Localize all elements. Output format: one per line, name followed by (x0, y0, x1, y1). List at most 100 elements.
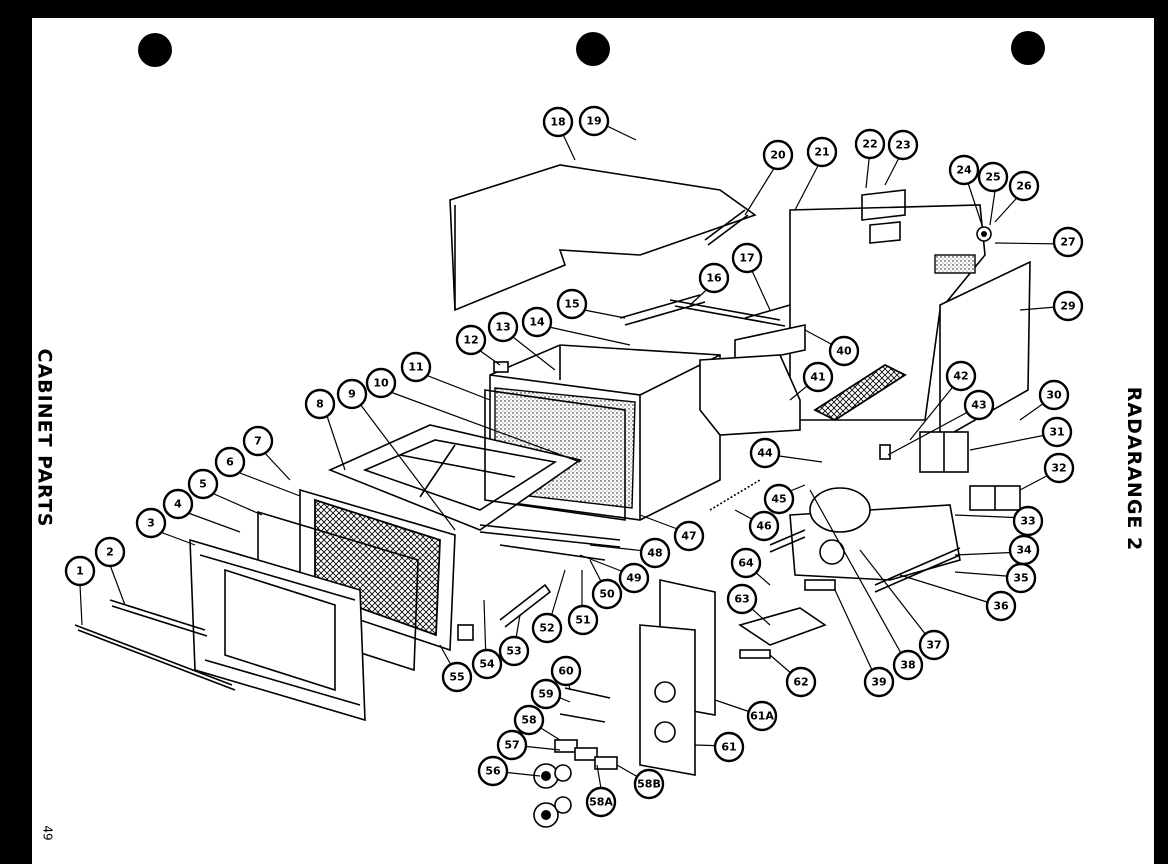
callout-number: 29 (1060, 300, 1075, 313)
callout-61a: 61A (746, 700, 778, 732)
callout-number: 35 (1013, 572, 1028, 585)
callout-number: 30 (1046, 389, 1062, 402)
callout-50: 50 (591, 578, 623, 610)
callout-15: 15 (556, 288, 588, 320)
callout-circle (531, 612, 563, 644)
leader-lines (79, 124, 1069, 801)
callout-circle (1052, 290, 1084, 322)
callout-38: 38 (892, 649, 924, 681)
callout-58b: 58B (633, 768, 665, 800)
callout-circle (806, 136, 838, 168)
callout-circle (496, 729, 528, 761)
callout-circle (64, 555, 96, 587)
callout-2: 2 (94, 536, 126, 568)
callout-number: 11 (408, 361, 423, 374)
callout-circle (762, 139, 794, 171)
callout-circle (1043, 452, 1075, 484)
callout-circle (1012, 505, 1044, 537)
callout-circle (828, 335, 860, 367)
callout-number: 25 (985, 171, 1000, 184)
callout-number: 40 (836, 345, 852, 358)
callout-43: 43 (963, 389, 995, 421)
callout-5: 5 (187, 468, 219, 500)
callout-53: 53 (498, 635, 530, 667)
callout-number: 8 (316, 398, 324, 411)
callout-circle (521, 306, 553, 338)
callout-circle (498, 635, 530, 667)
callout-17: 17 (731, 242, 763, 274)
callout-39: 39 (863, 666, 895, 698)
callout-number: 64 (738, 557, 754, 570)
callout-circle (455, 324, 487, 356)
callout-47: 47 (673, 520, 705, 552)
callout-8: 8 (304, 388, 336, 420)
callout-circle (977, 161, 1009, 193)
callout-number: 61 (721, 741, 736, 754)
callout-41: 41 (802, 361, 834, 393)
callout-circle (513, 704, 545, 736)
callout-number: 54 (479, 658, 495, 671)
callout-circle (471, 648, 503, 680)
callout-number: 6 (226, 456, 234, 469)
callout-54: 54 (471, 648, 503, 680)
callout-number: 57 (504, 739, 519, 752)
callout-12: 12 (455, 324, 487, 356)
callout-number: 18 (550, 116, 565, 129)
callout-46: 46 (748, 510, 780, 542)
callout-31: 31 (1041, 416, 1073, 448)
callout-22: 22 (854, 128, 886, 160)
callout-circle (985, 590, 1017, 622)
callout-circle (487, 311, 519, 343)
callout-circle (556, 288, 588, 320)
callout-circle (1038, 379, 1070, 411)
callout-33: 33 (1012, 505, 1044, 537)
callout-circle (542, 106, 574, 138)
callout-number: 41 (810, 371, 825, 384)
callout-number: 10 (373, 377, 389, 390)
callout-circle (726, 583, 758, 615)
callout-number: 14 (529, 316, 545, 329)
callout-circle (585, 786, 617, 818)
callout-61: 61 (713, 731, 745, 763)
callout-number: 4 (174, 498, 182, 511)
callout-number: 55 (449, 671, 464, 684)
callout-number: 53 (506, 645, 521, 658)
callout-9: 9 (336, 378, 368, 410)
callout-29: 29 (1052, 290, 1084, 322)
callout-25: 25 (977, 161, 1009, 193)
callout-24: 24 (948, 154, 980, 186)
callout-number: 27 (1060, 236, 1075, 249)
callout-37: 37 (918, 629, 950, 661)
callout-number: 36 (993, 600, 1009, 613)
callout-circle (763, 483, 795, 515)
callout-circle (749, 437, 781, 469)
callout-number: 39 (871, 676, 886, 689)
callout-number: 56 (485, 765, 501, 778)
callout-number: 50 (599, 588, 615, 601)
callout-circle (673, 520, 705, 552)
callout-55: 55 (441, 661, 473, 693)
callout-circle (400, 351, 432, 383)
callout-1: 1 (64, 555, 96, 587)
callout-circle (748, 510, 780, 542)
callout-number: 1 (76, 565, 84, 578)
callout-number: 63 (734, 593, 749, 606)
callout-10: 10 (365, 367, 397, 399)
callout-circle (365, 367, 397, 399)
callout-number: 13 (495, 321, 510, 334)
callout-circle (863, 666, 895, 698)
callout-number: 58 (521, 714, 536, 727)
callout-6: 6 (214, 446, 246, 478)
callout-20: 20 (762, 139, 794, 171)
callout-number: 9 (348, 388, 356, 401)
callout-number: 19 (586, 115, 601, 128)
callout-circle (187, 468, 219, 500)
callout-18: 18 (542, 106, 574, 138)
callout-number: 61A (750, 710, 774, 723)
callout-number: 58B (637, 778, 661, 791)
callout-number: 26 (1016, 180, 1032, 193)
callout-52: 52 (531, 612, 563, 644)
callout-number: 34 (1016, 544, 1032, 557)
binder-hole-center (576, 32, 610, 66)
